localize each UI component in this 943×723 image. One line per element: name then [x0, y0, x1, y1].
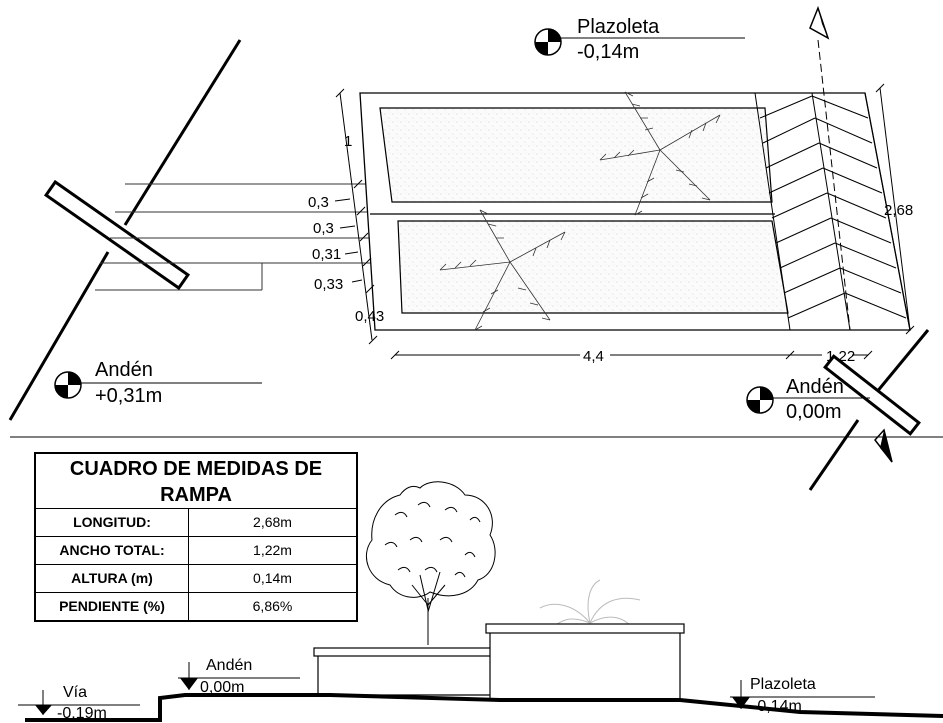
boundary-line-right-lower	[808, 419, 860, 491]
dim-right-height: 2,68	[884, 202, 913, 219]
palm-elevation-faint	[539, 579, 641, 631]
table-key-altura: ALTURA (m)	[36, 565, 189, 592]
dim-row-1: 0,3	[308, 194, 329, 211]
dim-planter-length: 4,4	[583, 348, 604, 365]
level-name-anden-section: Andén	[206, 657, 252, 674]
level-marker-anden-left	[54, 371, 262, 399]
level-name-via: Vía	[63, 684, 87, 701]
planter-cap-high	[485, 623, 685, 634]
ramp-measurements-table: CUADRO DE MEDIDAS DE RAMPA LONGITUD: 2,6…	[34, 452, 358, 622]
dimension-ticks-left	[334, 88, 378, 345]
table-key-ancho: ANCHO TOTAL:	[36, 537, 189, 564]
level-marker-plazoleta-section	[730, 680, 875, 709]
dimension-line-bottom	[390, 350, 873, 360]
boundary-line-right-upper	[874, 329, 930, 394]
level-value-anden-left: +0,31m	[95, 385, 162, 407]
ramp-hatch	[754, 92, 911, 331]
planter-bed-upper	[379, 107, 773, 203]
table-value-altura: 0,14m	[253, 570, 292, 586]
palm-tree-lower	[439, 209, 566, 331]
section-view-marker-top	[809, 5, 851, 331]
dim-row-3: 0,31	[312, 246, 341, 263]
palm-tree-upper	[599, 91, 721, 216]
level-marker-anden-right	[746, 386, 870, 414]
level-value-anden-right: 0,00m	[786, 401, 842, 423]
tree-elevation	[365, 481, 496, 645]
boundary-line-left-lower	[8, 251, 110, 421]
level-value-anden-section: 0,00m	[200, 679, 244, 696]
level-marker-anden-section	[178, 662, 300, 690]
level-marker-plazoleta	[534, 28, 745, 56]
level-name-anden-left: Andén	[95, 359, 153, 381]
ground-profile	[25, 693, 943, 722]
planter-cap-low	[313, 647, 505, 657]
planter-section-high	[489, 631, 681, 701]
dim-top: 1	[344, 133, 352, 150]
level-value-plazoleta: -0,14m	[577, 41, 639, 63]
level-marker-via	[18, 690, 140, 715]
table-row: ALTURA (m) 0,14m	[36, 564, 356, 592]
planter-section-low	[317, 654, 501, 696]
boundary-line-left-upper	[123, 39, 242, 226]
table-value-pendiente: 6,86%	[252, 598, 293, 614]
table-row: LONGITUD: 2,68m	[36, 509, 356, 536]
level-value-via: -0,19m	[57, 705, 107, 722]
level-name-anden-right: Andén	[786, 376, 844, 398]
dim-row-5: 0,43	[355, 308, 384, 325]
table-row: PENDIENTE (%) 6,86%	[36, 592, 356, 620]
table-row: ANCHO TOTAL: 1,22m	[36, 536, 356, 564]
table-key-pendiente: PENDIENTE (%)	[36, 593, 189, 620]
table-key-longitud: LONGITUD:	[36, 509, 189, 536]
table-value-ancho: 1,22m	[253, 542, 292, 558]
level-name-plazoleta-section: Plazoleta	[750, 676, 816, 693]
section-view-marker-bottom	[874, 428, 893, 463]
level-name-plazoleta: Plazoleta	[577, 16, 660, 38]
dimension-line-right	[875, 83, 915, 335]
dim-row-2: 0,3	[313, 220, 334, 237]
section-cut-marker-left	[43, 179, 191, 291]
dim-row-4: 0,33	[314, 276, 343, 293]
table-title: CUADRO DE MEDIDAS DE RAMPA	[36, 454, 356, 509]
level-value-plazoleta-section: -0,14m	[752, 698, 802, 715]
table-value-longitud: 2,68m	[253, 514, 292, 530]
section-cut-marker-right	[823, 354, 921, 436]
